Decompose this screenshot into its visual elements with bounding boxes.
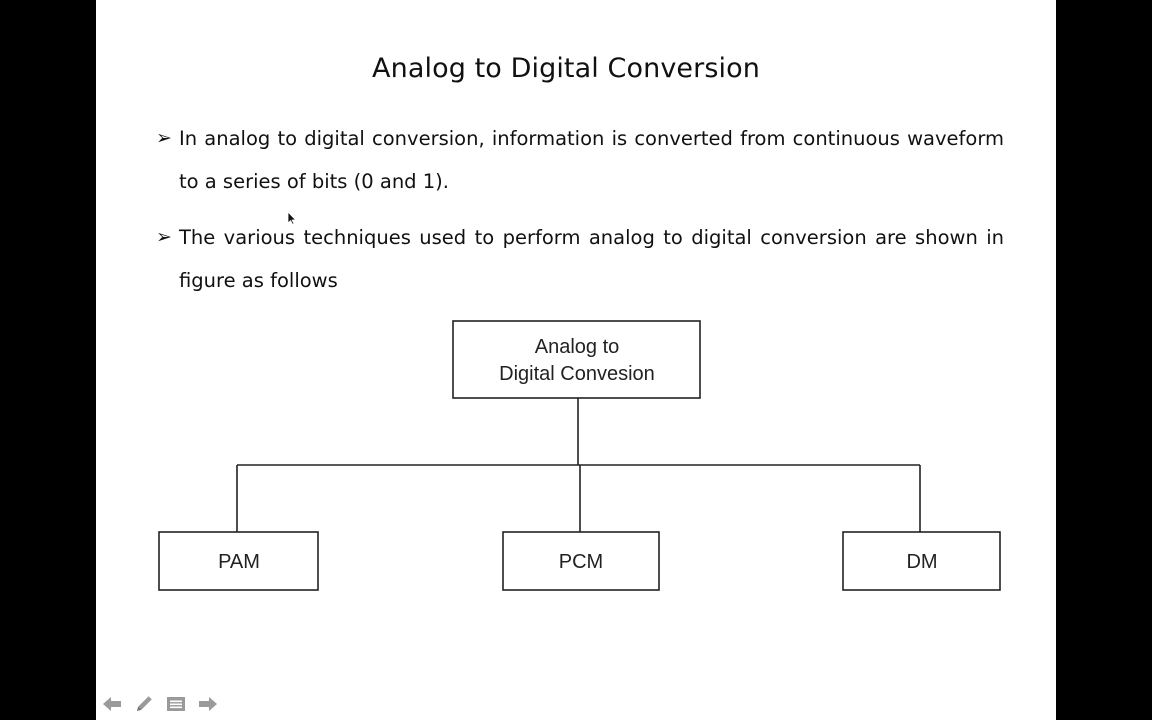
bullet-item: ➢ In analog to digital conversion, infor…: [156, 117, 1004, 203]
root-node-box: [452, 320, 701, 399]
pcm-node-label: PCM: [559, 551, 603, 573]
slide: Analog to Digital Conversion ➢ In analog…: [96, 0, 1056, 720]
bullet-item: ➢ The various techniques used to perform…: [156, 216, 1004, 302]
arrow-right-icon[interactable]: [196, 692, 220, 716]
slideshow-toolbar: [100, 690, 220, 718]
dm-node-label: DM: [906, 551, 937, 573]
mouse-pointer-icon: [287, 211, 297, 225]
root-node-label-line2: Digital Convesion: [499, 363, 655, 385]
dm-node-box: [842, 531, 1001, 591]
bullet-arrow-icon: ➢: [156, 127, 172, 149]
slides-menu-icon[interactable]: [164, 692, 188, 716]
bullet-arrow-icon: ➢: [156, 226, 172, 248]
bullet-text: The various techniques used to perform a…: [179, 226, 1004, 292]
conversion-tree-diagram: Analog to Digital Convesion PAM PCM DM: [158, 320, 1001, 591]
slide-title: Analog to Digital Conversion: [372, 53, 760, 84]
pam-node-box: [158, 531, 319, 591]
arrow-left-icon[interactable]: [100, 692, 124, 716]
pen-icon[interactable]: [132, 692, 156, 716]
root-node-label-line1: Analog to: [535, 336, 620, 358]
pcm-node-box: [502, 531, 660, 591]
pam-node-label: PAM: [218, 551, 260, 573]
bullet-text: In analog to digital conversion, informa…: [179, 127, 1004, 193]
